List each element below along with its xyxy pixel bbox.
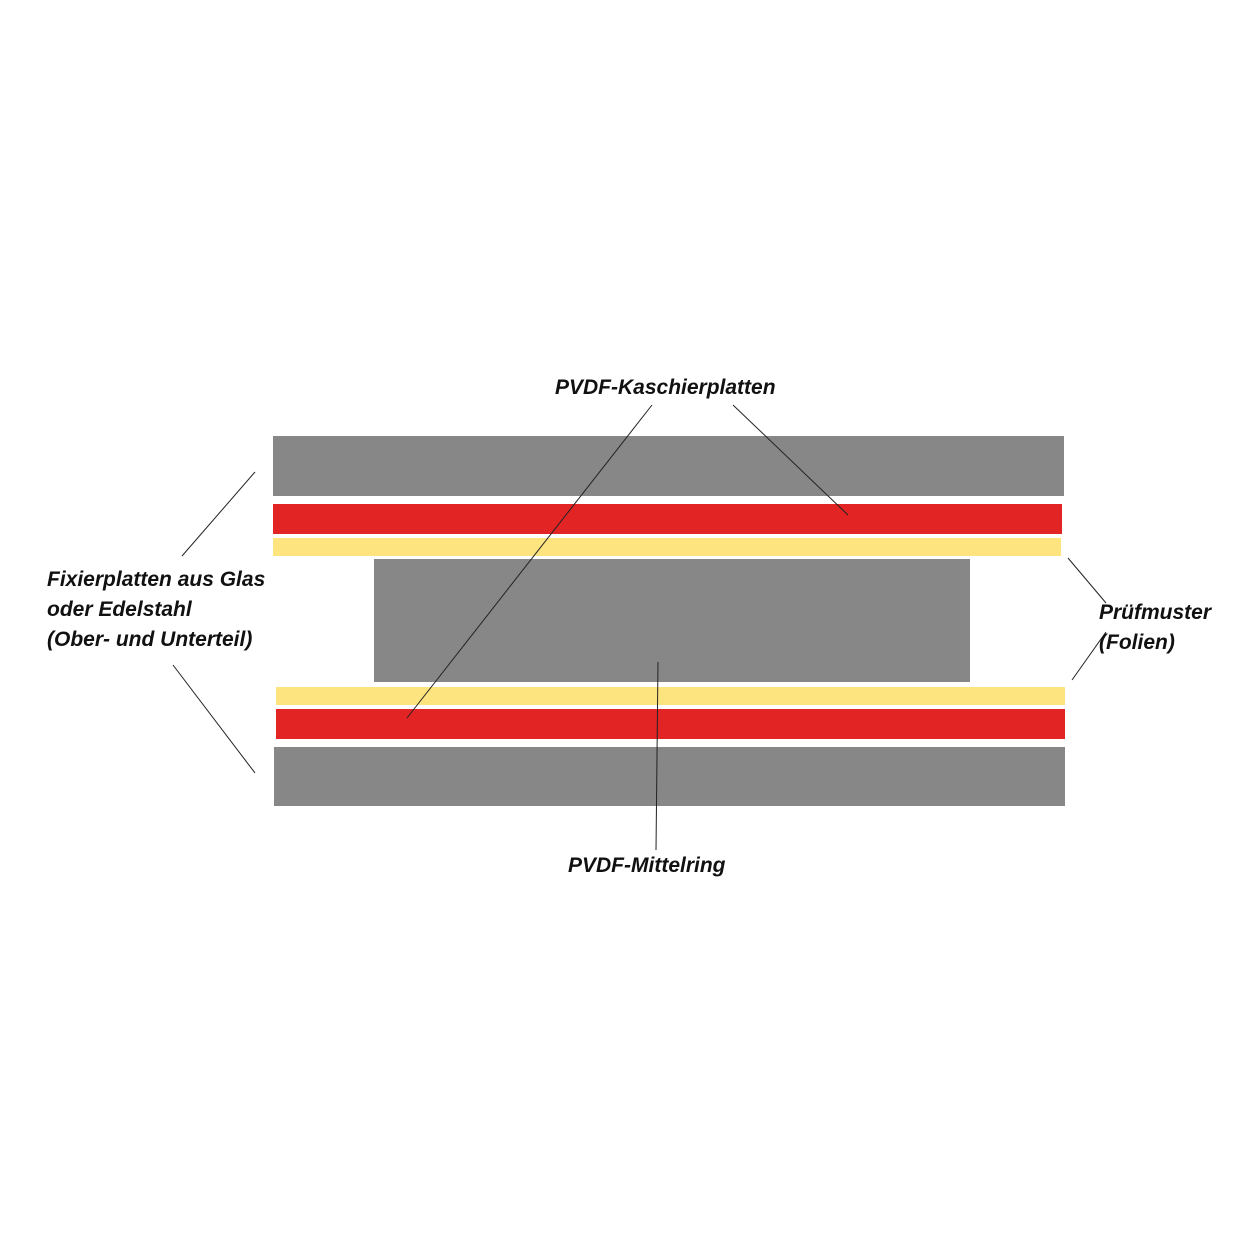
label-fixier-line-2: oder Edelstahl — [47, 598, 192, 621]
label-pruef-line-2: (Folien) — [1099, 631, 1175, 654]
bottom-fixing-plate — [274, 747, 1065, 806]
label-pruefmuster: Prüfmuster (Folien) — [1099, 598, 1211, 658]
leader-line-kaschier-bottom — [406, 404, 653, 719]
label-pvdf-mittelring: PVDF-Mittelring — [568, 854, 726, 877]
top-pvdf-laminating-plate — [273, 504, 1062, 534]
label-pruef-line-1: Prüfmuster — [1099, 601, 1212, 624]
label-fixierplatten: Fixierplatten aus Glas oder Edelstahl (O… — [47, 565, 265, 655]
label-fixier-line-1: Fixierplatten aus Glas — [47, 568, 266, 591]
leader-line-pruef-bottom — [1071, 631, 1107, 681]
pvdf-center-ring — [374, 559, 970, 682]
top-fixing-plate — [273, 436, 1064, 496]
label-fixier-line-3: (Ober- und Unterteil) — [47, 628, 253, 651]
leader-line-mittelring — [655, 661, 659, 851]
leader-line-kaschier-top — [732, 404, 849, 516]
leader-line-pruef-top — [1067, 557, 1107, 604]
bottom-test-film — [276, 687, 1065, 705]
leader-line-fixier-top — [181, 471, 256, 557]
label-pvdf-kaschierplatten: PVDF-Kaschierplatten — [555, 376, 776, 399]
bottom-pvdf-laminating-plate — [276, 709, 1065, 739]
top-test-film — [273, 538, 1061, 556]
leader-line-fixier-bottom — [172, 664, 256, 774]
